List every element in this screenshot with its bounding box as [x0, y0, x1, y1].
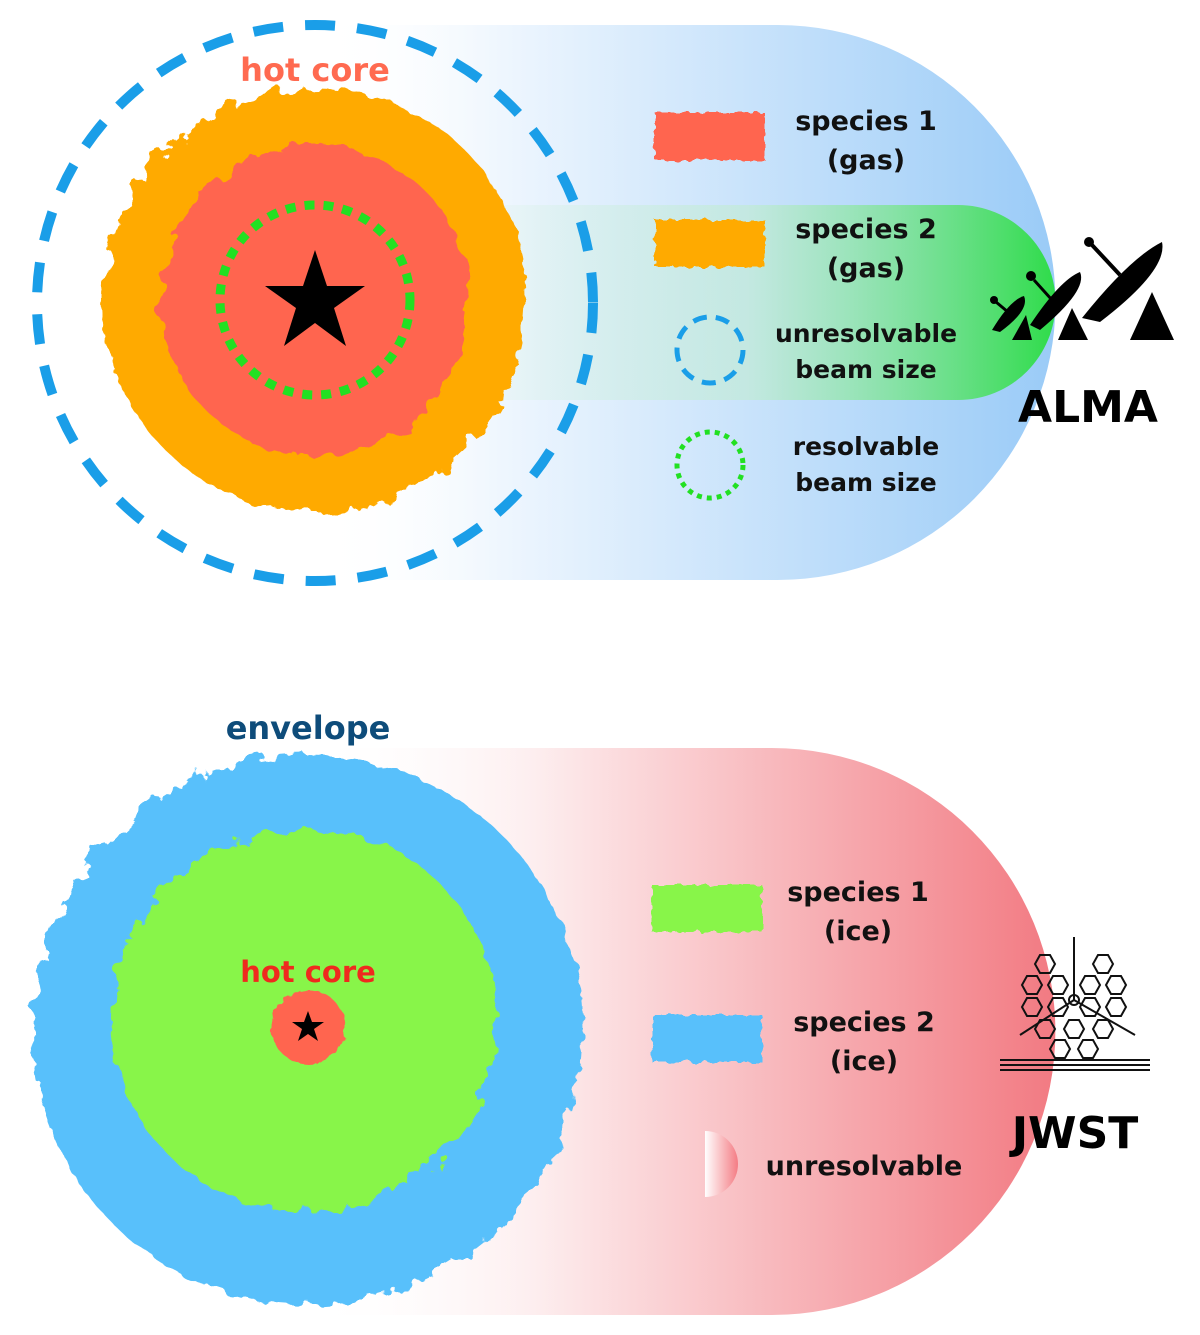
legend-line: species 1 — [787, 877, 929, 908]
resolvable-beam-circle — [215, 200, 415, 400]
legend-label: resolvable beam size — [793, 432, 940, 497]
alma-antennas-icon — [990, 237, 1174, 340]
jwst-label: JWST — [1009, 1108, 1139, 1159]
legend-label: species 2 (ice) — [793, 1007, 935, 1077]
legend-swatch-species-1-gas — [655, 113, 765, 160]
legend-line: beam size — [795, 468, 936, 497]
legend-line: species 2 — [795, 214, 937, 245]
legend-label: species 2 (gas) — [795, 214, 937, 284]
legend-line: (ice) — [830, 1046, 898, 1077]
legend-line: species 1 — [795, 106, 937, 137]
legend-line: (gas) — [827, 253, 905, 284]
jwst-telescope-icon — [1000, 937, 1150, 1071]
legend-line: unresolvable — [775, 319, 957, 348]
hot-core-label: hot core — [240, 955, 376, 989]
star-icon — [265, 250, 365, 346]
legend-line: (gas) — [827, 145, 905, 176]
envelope-label: envelope — [226, 709, 391, 747]
legend-line: (ice) — [824, 916, 892, 947]
legend-line: resolvable — [793, 432, 940, 461]
alma-label: ALMA — [1018, 382, 1158, 433]
legend-unresolvable-icon — [705, 1131, 738, 1197]
legend-swatch-species-2-gas — [655, 220, 765, 267]
legend-unresolvable-beam-icon — [674, 314, 746, 386]
unresolvable-beam-circle — [32, 20, 598, 586]
star-icon — [292, 1011, 324, 1041]
legend-line: species 2 — [793, 1007, 935, 1038]
legend-line: beam size — [795, 355, 936, 384]
legend-label: unresolvable — [766, 1151, 963, 1182]
legend-label: species 1 (gas) — [795, 106, 937, 176]
legend-resolvable-beam-icon — [674, 429, 746, 501]
hot-core-label: hot core — [240, 51, 390, 89]
alma-beam-resolvable-band — [440, 205, 1056, 400]
legend-label: unresolvable beam size — [775, 319, 957, 384]
legend-swatch-species-1-ice — [652, 885, 762, 932]
legend-swatch-species-2-ice — [652, 1015, 762, 1062]
legend-label: species 1 (ice) — [787, 877, 929, 947]
